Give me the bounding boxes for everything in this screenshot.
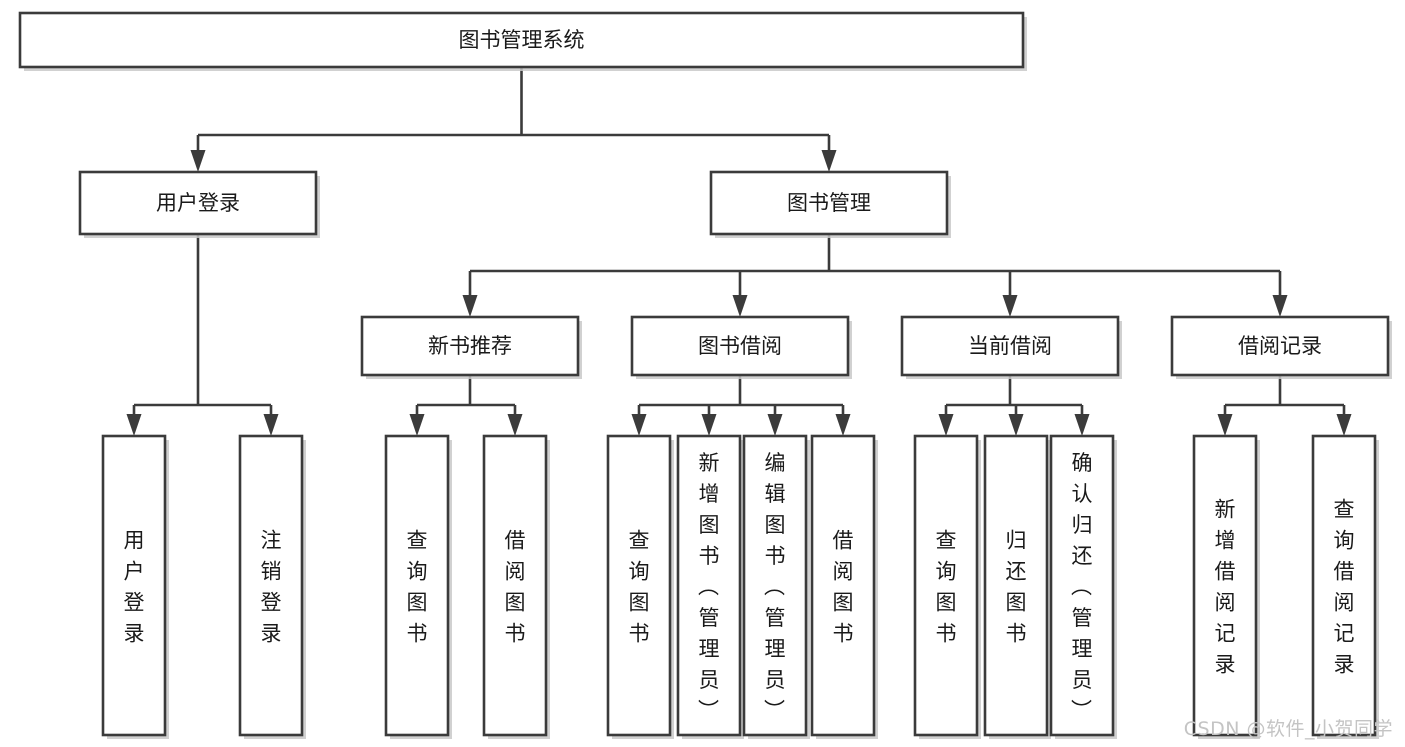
edge-group-root-to-l1 [190,67,837,172]
node-rect-l1_book_mgmt[interactable] [709,170,949,236]
arrowhead-leaf_cur_query [938,414,954,436]
node-label-leaf_nb_query: 查询图书 [407,529,428,646]
node-leaf_cur_return[interactable]: 归还图书 [983,434,1051,739]
node-rect-leaf_bb_add[interactable] [676,434,742,737]
node-rect-leaf_nb_borrow[interactable] [482,434,548,737]
node-leaf_rec_add[interactable]: 新增借阅记录 [1192,434,1260,739]
node-leaf_cur_query[interactable]: 查询图书 [913,434,981,739]
arrowhead-l2_new_books [462,295,478,317]
arrowhead-leaf_nb_borrow [507,414,523,436]
arrowhead-leaf_rec_query [1336,414,1352,436]
node-label-leaf_bb_add: 新增图书（管理员） [698,451,720,723]
node-rect-l2_new_books[interactable] [360,315,580,377]
node-rect-leaf_bb_borrow[interactable] [810,434,876,737]
node-leaf_bb_add[interactable]: 新增图书（管理员） [676,434,744,739]
node-root[interactable]: 图书管理系统 [18,11,1027,71]
node-rect-l2_borrow_book[interactable] [630,315,850,377]
node-label-leaf_cur_query: 查询图书 [936,529,957,646]
edge-group-bookmgmt-to-l2 [462,234,1288,317]
node-rect-root[interactable] [18,11,1025,69]
arrowhead-leaf_bb_query [631,414,647,436]
node-l2_current[interactable]: 当前借阅 [900,315,1122,379]
node-leaf_bb_edit[interactable]: 编辑图书（管理员） [742,434,810,739]
node-leaf_user_login[interactable]: 用户登录 [101,434,169,739]
node-label-leaf_nb_borrow: 借阅图书 [505,529,526,646]
node-rect-leaf_cur_query[interactable] [913,434,979,737]
node-rect-leaf_bb_edit[interactable] [742,434,808,737]
arrowhead-leaf_bb_borrow [835,414,851,436]
node-leaf_bb_query[interactable]: 查询图书 [606,434,674,739]
arrowhead-leaf_rec_add [1217,414,1233,436]
node-l2_records[interactable]: 借阅记录 [1170,315,1392,379]
node-l1_user_login[interactable]: 用户登录 [78,170,320,238]
edge-group-userlogin-to-leaf [126,234,279,436]
node-rect-l1_user_login[interactable] [78,170,318,236]
node-rect-leaf_nb_query[interactable] [384,434,450,737]
node-rect-l2_current[interactable] [900,315,1120,377]
node-rect-leaf_rec_query[interactable] [1311,434,1377,737]
edge-group-borrow-to-leaf [631,375,851,436]
node-leaf_nb_borrow[interactable]: 借阅图书 [482,434,550,739]
arrowhead-leaf_user_logout [263,414,279,436]
node-label-leaf_user_logout: 注销登录 [261,529,282,646]
node-label-l2_records: 借阅记录 [1238,334,1322,358]
node-label-leaf_rec_add: 新增借阅记录 [1215,498,1236,677]
node-rect-leaf_user_logout[interactable] [238,434,304,737]
edge-group-current-to-leaf [938,375,1090,436]
arrowhead-l1_book_mgmt [821,150,837,172]
node-label-l2_borrow_book: 图书借阅 [698,334,782,358]
arrowhead-l1_user_login [190,150,206,172]
node-rect-leaf_rec_add[interactable] [1192,434,1258,737]
node-label-leaf_rec_query: 查询借阅记录 [1334,498,1355,677]
nodes-layer: 图书管理系统用户登录图书管理新书推荐图书借阅当前借阅借阅记录用户登录注销登录查询… [18,11,1392,739]
node-leaf_user_logout[interactable]: 注销登录 [238,434,306,739]
arrowhead-l2_current [1002,295,1018,317]
arrowhead-leaf_bb_edit [767,414,783,436]
csdn-watermark: CSDN @软件_小贺同学 [1183,718,1393,740]
edges-layer [126,67,1352,436]
node-leaf_bb_borrow[interactable]: 借阅图书 [810,434,878,739]
node-l2_borrow_book[interactable]: 图书借阅 [630,315,852,379]
node-leaf_cur_confirm[interactable]: 确认归还（管理员） [1049,434,1117,739]
arrowhead-leaf_user_login [126,414,142,436]
node-label-l1_user_login: 用户登录 [156,191,240,215]
node-rect-leaf_cur_return[interactable] [983,434,1049,737]
node-label-leaf_cur_confirm: 确认归还（管理员） [1071,451,1093,723]
arrowhead-l2_borrow_book [732,295,748,317]
node-label-leaf_cur_return: 归还图书 [1006,529,1027,646]
node-label-leaf_user_login: 用户登录 [124,529,145,646]
edge-group-newbooks-to-leaf [409,375,523,436]
arrowhead-leaf_nb_query [409,414,425,436]
node-label-leaf_bb_query: 查询图书 [629,529,650,646]
arrowhead-leaf_bb_add [701,414,717,436]
node-label-leaf_bb_borrow: 借阅图书 [833,529,854,646]
arrowhead-leaf_cur_return [1008,414,1024,436]
node-label-l1_book_mgmt: 图书管理 [787,191,871,215]
node-rect-leaf_user_login[interactable] [101,434,167,737]
node-rect-leaf_cur_confirm[interactable] [1049,434,1115,737]
edge-group-records-to-leaf [1217,375,1352,436]
arrowhead-l2_records [1272,295,1288,317]
node-label-leaf_bb_edit: 编辑图书（管理员） [764,451,786,723]
node-label-l2_new_books: 新书推荐 [428,334,512,358]
node-label-root: 图书管理系统 [459,28,585,52]
node-leaf_rec_query[interactable]: 查询借阅记录 [1311,434,1379,739]
node-leaf_nb_query[interactable]: 查询图书 [384,434,452,739]
node-l2_new_books[interactable]: 新书推荐 [360,315,582,379]
node-rect-leaf_bb_query[interactable] [606,434,672,737]
node-l1_book_mgmt[interactable]: 图书管理 [709,170,951,238]
node-rect-l2_records[interactable] [1170,315,1390,377]
node-label-l2_current: 当前借阅 [968,334,1052,358]
arrowhead-leaf_cur_confirm [1074,414,1090,436]
